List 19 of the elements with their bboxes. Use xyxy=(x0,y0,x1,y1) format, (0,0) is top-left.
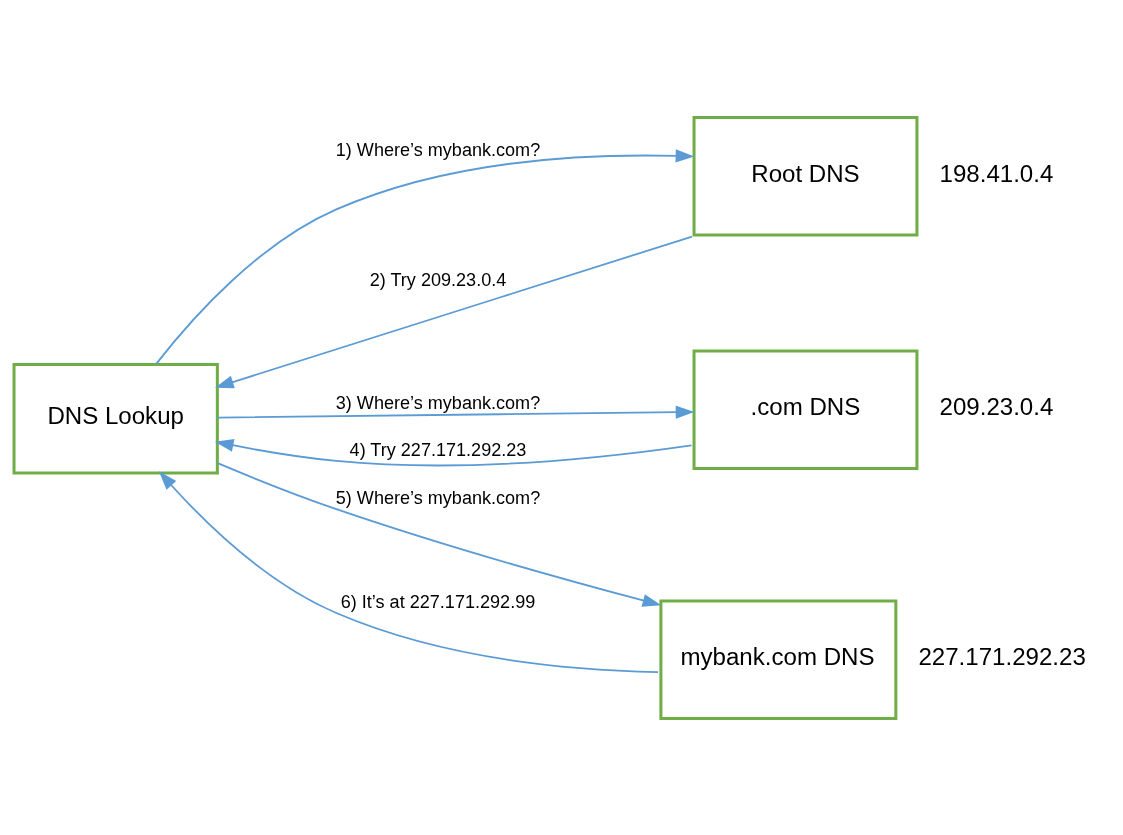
edge-label: 1) Where’s mybank.com? xyxy=(335,139,541,160)
arrow xyxy=(216,405,695,419)
edge-label: 4) Try 227.171.292.23 xyxy=(349,439,527,460)
arrow xyxy=(216,461,662,607)
node-box: mybank.com DNS xyxy=(659,599,898,720)
arrow xyxy=(215,235,693,388)
node-box: Root DNS xyxy=(692,115,919,236)
node-box: DNS Lookup xyxy=(12,362,219,474)
edge-label: 5) Where’s mybank.com? xyxy=(335,487,541,508)
node-label: 227.171.292.23 xyxy=(918,642,1086,670)
arrow xyxy=(214,438,693,466)
edge-label: 3) Where’s mybank.com? xyxy=(335,392,541,413)
node-label: 209.23.0.4 xyxy=(939,392,1054,420)
edge-label: 6) It’s at 227.171.292.99 xyxy=(340,591,536,612)
node-label: 198.41.0.4 xyxy=(939,159,1054,187)
arrow xyxy=(154,148,695,365)
arrow xyxy=(158,470,659,673)
edge-label: 2) Try 209.23.0.4 xyxy=(369,269,507,290)
node-box: .com DNS xyxy=(692,348,919,470)
